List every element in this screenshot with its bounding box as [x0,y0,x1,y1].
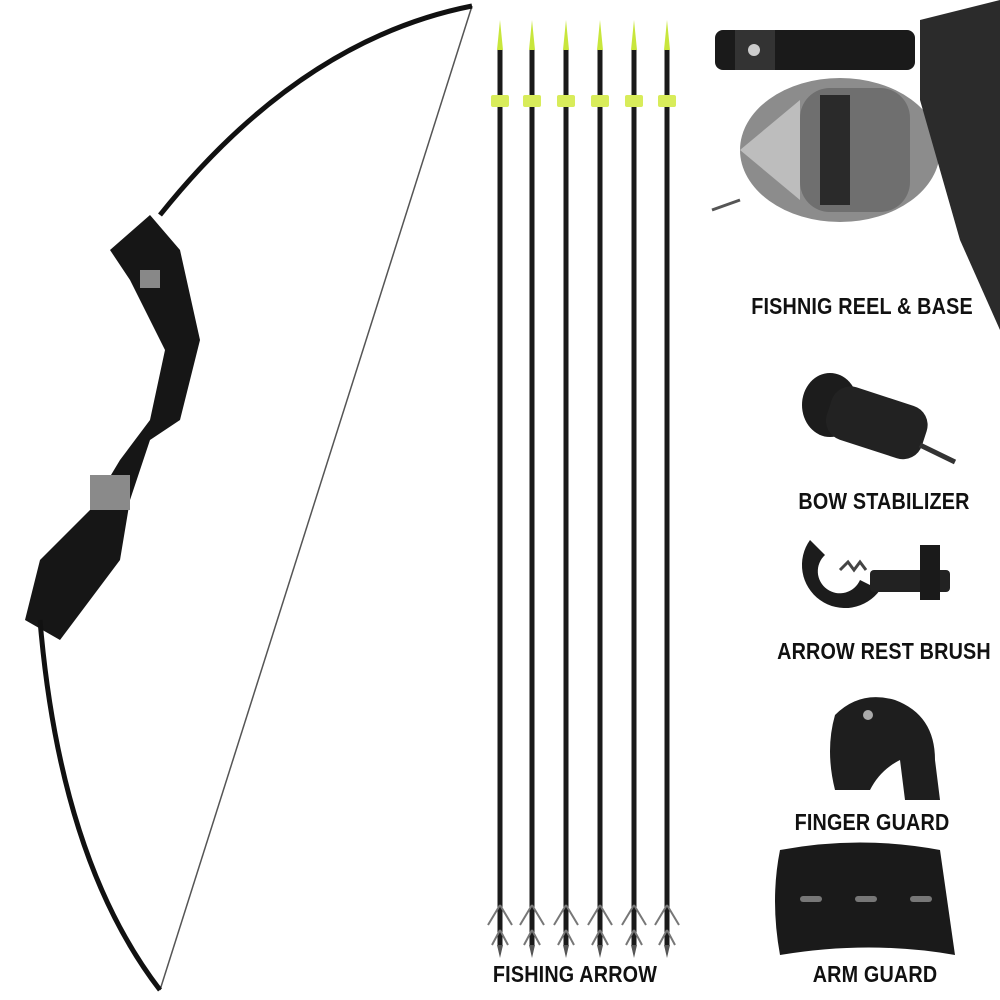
bow-string [159,5,473,991]
recurve-bow [25,3,473,992]
label-bow-stabilizer: BOW STABILIZER [798,488,970,514]
fishing-arrow [587,20,613,958]
arrow-rest-plate [90,475,130,510]
arrow-rest-brush [801,540,950,609]
fishing-arrow [654,20,680,958]
label-finger-guard: FINGER GUARD [794,809,950,835]
upper-limb [158,3,473,217]
fishing-arrow [487,20,513,958]
bow-stabilizer [802,373,957,465]
fishing-arrows [487,20,680,958]
label-fishing-reel: FISHNIG REEL & BASE [751,293,973,319]
label-arrow-rest: ARROW REST BRUSH [777,638,991,664]
fishing-arrow [621,20,647,958]
riser-cutout [140,270,160,288]
finger-guard [830,697,940,800]
arm-guard [775,842,955,955]
fishing-reel [711,0,1000,330]
label-arm-guard: ARM GUARD [812,961,938,987]
fishing-arrow [553,20,579,958]
lower-limb [37,619,162,992]
bow-riser [25,215,200,640]
label-fishing-arrow: FISHING ARROW [492,961,658,987]
fishing-arrow [519,20,545,958]
